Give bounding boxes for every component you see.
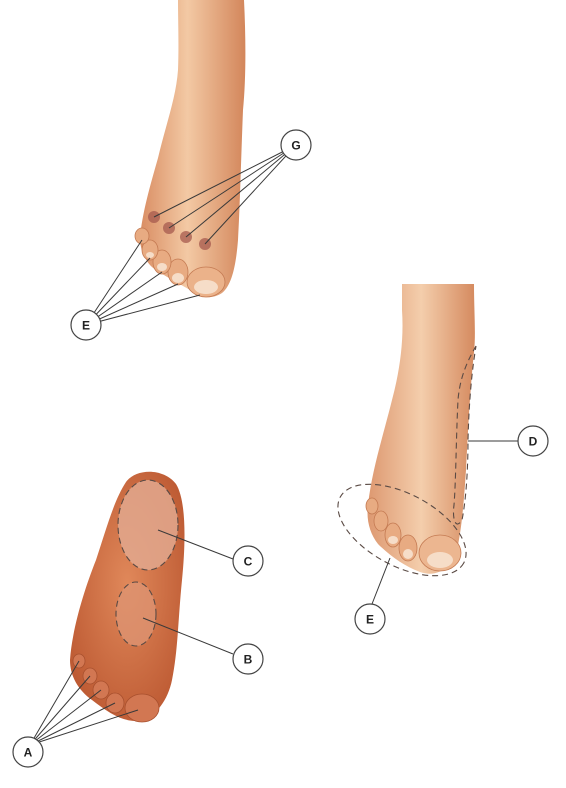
right-toe-4 — [373, 510, 389, 532]
top-toe-4-nail — [146, 252, 154, 258]
midfoot-area-b — [116, 582, 156, 646]
leader-line — [157, 529, 234, 560]
leader-line — [85, 239, 143, 326]
top-toe-3-nail — [157, 263, 167, 271]
svg-text:B: B — [244, 653, 253, 667]
svg-text:C: C — [244, 555, 253, 569]
callout-g: G — [280, 129, 312, 161]
right-foot: D E — [337, 284, 549, 635]
callout-d: D — [517, 425, 549, 457]
svg-text:A: A — [24, 746, 33, 760]
right-foot-shape — [367, 284, 475, 574]
leader-line — [29, 675, 91, 746]
leader-line — [29, 660, 80, 746]
top-foot: G E — [70, 0, 312, 341]
leader-line — [29, 709, 139, 746]
leader-line — [153, 144, 297, 218]
leader-line — [85, 283, 179, 326]
svg-text:D: D — [529, 435, 538, 449]
svg-text:E: E — [366, 613, 374, 627]
leader-line — [168, 144, 297, 229]
right-toe-5 — [365, 497, 379, 515]
top-toe-2-nail — [172, 273, 184, 283]
sole-big-toe — [124, 693, 160, 723]
top-toe-5 — [134, 227, 150, 245]
callout-c: C — [232, 545, 264, 577]
leader-line — [142, 617, 234, 655]
right-toe-2-nail — [403, 549, 413, 559]
dashed-region-e — [337, 483, 467, 577]
dashed-region-c — [117, 479, 179, 571]
leader-line — [85, 294, 201, 326]
leader-line — [371, 557, 391, 605]
leader-line — [185, 144, 297, 238]
leader-line — [29, 689, 102, 746]
heel-area-c — [118, 480, 178, 570]
svg-text:E: E — [82, 319, 90, 333]
sole-foot: C B A — [12, 471, 264, 768]
leader-line — [204, 144, 297, 245]
callout-a: A — [12, 736, 44, 768]
dashed-region-b — [115, 581, 157, 647]
callout-e-top: E — [70, 309, 102, 341]
callout-e-right: E — [354, 603, 386, 635]
right-big-toe-nail — [427, 552, 453, 568]
right-toe-3-nail — [388, 536, 398, 544]
svg-text:G: G — [291, 139, 300, 153]
callout-b: B — [232, 643, 264, 675]
leader-line — [29, 702, 116, 746]
top-big-toe-nail — [194, 280, 218, 294]
